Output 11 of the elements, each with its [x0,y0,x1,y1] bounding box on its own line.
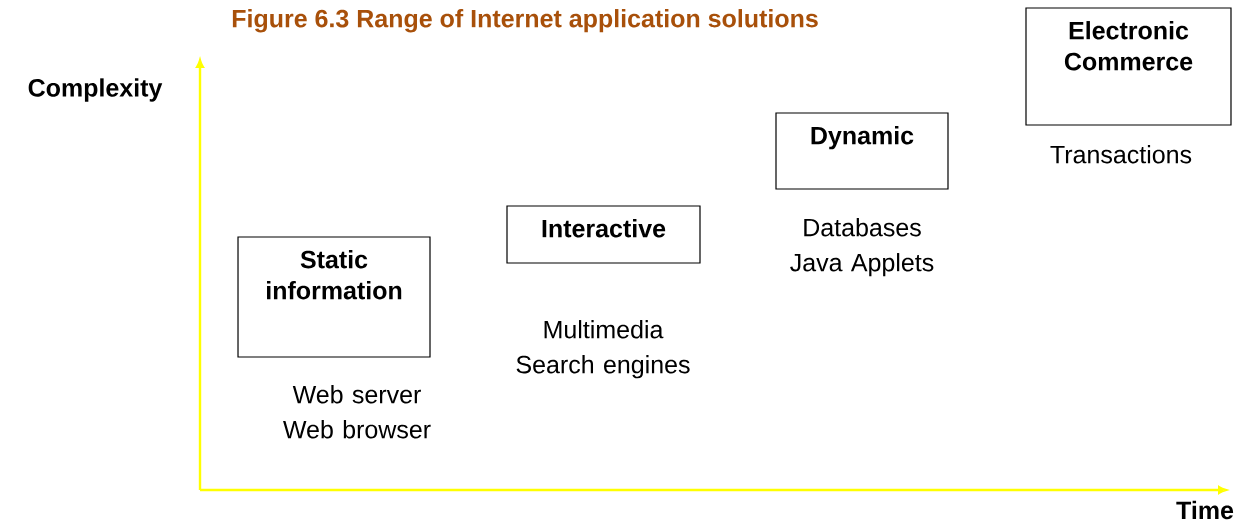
stage-description: Web server Web browser [283,385,431,439]
stage-description: Databases Java Applets [790,218,934,277]
stage-box: Dynamic [775,112,949,190]
stage-description: Multimedia Search engines [516,320,690,379]
figure-title: Figure 6.3 Range of Internet application solutions [232,9,818,33]
stage-box: Electronic Commerce [1025,7,1232,126]
stage-box: Interactive [506,205,701,264]
stage-box: Static information [237,236,431,358]
axis-label: Time [1176,500,1234,520]
stage-description: Transactions [1050,145,1192,164]
axis-label: Complexity [28,78,163,102]
